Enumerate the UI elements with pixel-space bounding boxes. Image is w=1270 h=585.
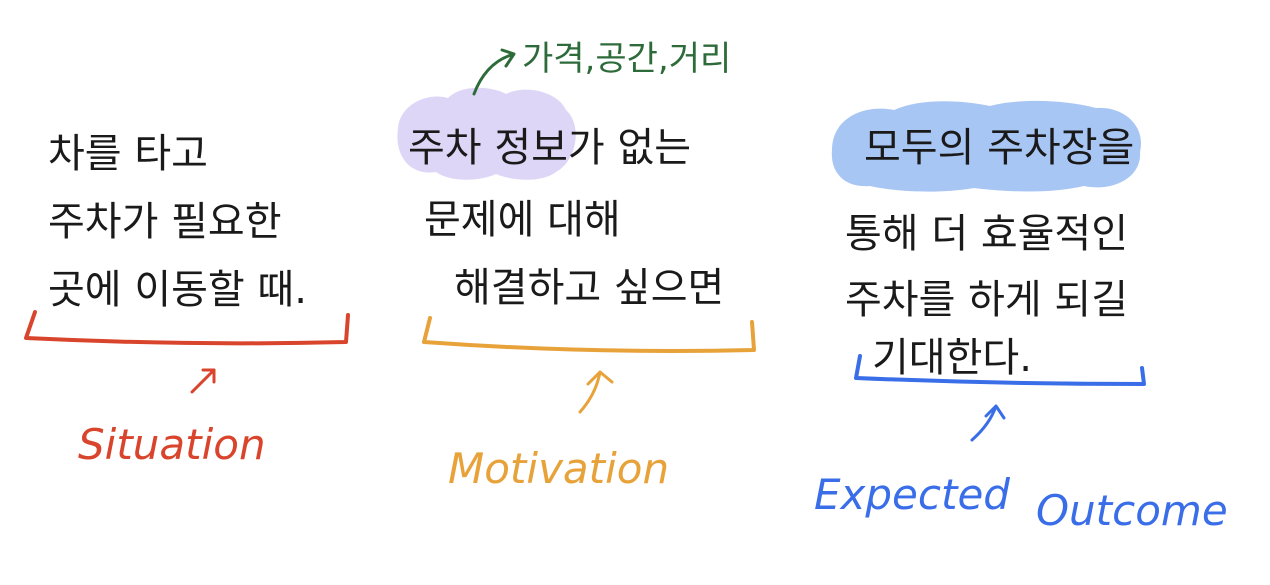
motivation-line-3: 해결하고 싶으면 <box>454 265 725 311</box>
motivation-arrow <box>578 370 614 414</box>
motivation-line-1: 주차 정보가 없는 <box>408 125 692 171</box>
highlight-blue <box>831 100 1141 192</box>
outcome-line-3: 주차를 하게 되길 <box>845 277 1129 323</box>
annotation-arrow <box>472 48 516 96</box>
motivation-annotation: 가격,공간,거리 <box>522 39 732 79</box>
outcome-label-expected: Expected <box>814 470 1010 519</box>
motivation-line-2: 문제에 대해 <box>424 197 621 243</box>
motivation-label: Motivation <box>448 444 670 493</box>
situation-line-2: 주차가 필요한 <box>48 199 282 245</box>
situation-label: Situation <box>78 420 266 469</box>
outcome-label-outcome: Outcome <box>1036 486 1228 535</box>
outcome-arrow <box>970 404 1006 442</box>
outcome-line-4: 기대한다. <box>872 335 1032 381</box>
outcome-line-1: 모두의 주차장을 <box>864 125 1135 171</box>
outcome-line-2: 통해 더 효율적인 <box>845 211 1129 257</box>
situation-bracket <box>24 310 350 346</box>
motivation-bracket <box>422 316 756 353</box>
situation-line-3: 곳에 이동할 때. <box>48 267 307 313</box>
highlight-purple <box>397 87 576 180</box>
situation-line-1: 차를 타고 <box>48 131 208 177</box>
outcome-bracket <box>854 354 1146 386</box>
situation-arrow <box>190 368 216 394</box>
